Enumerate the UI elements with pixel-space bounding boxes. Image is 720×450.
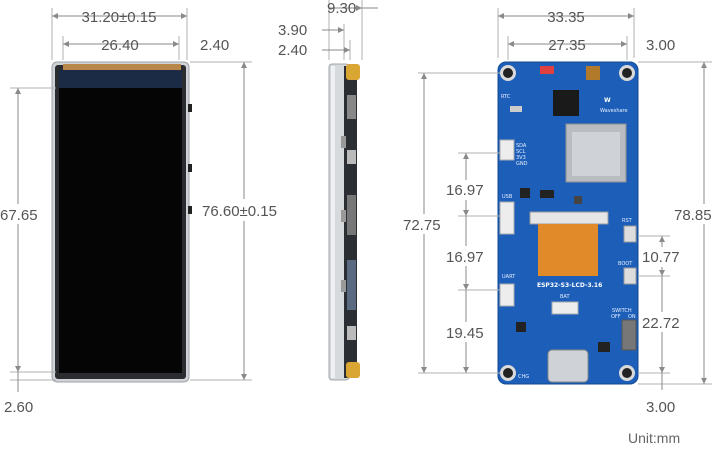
power-switch [621,319,637,351]
front-view: 31.20±0.15 26.40 2.40 67.65 76.60±0.15 2… [0,8,292,416]
svg-text:SDA: SDA [516,143,527,149]
side-button-1 [188,104,192,112]
unit-label: Unit:mm [628,430,680,446]
dim-back-height-left: 72.75 [403,217,441,234]
dim-back-height-right: 78.85 [674,207,712,224]
side-button-3 [188,206,192,214]
dim-front-height-left: 67.65 [0,207,38,224]
side-view: 9.30 3.90 2.40 [278,0,378,381]
display-top-edge [59,70,182,88]
dim-front-bottom-offset: 2.60 [4,399,33,416]
svg-text:W: W [604,97,611,104]
svg-text:USB: USB [502,194,513,200]
dim-back-right-margin-top: 3.00 [646,37,675,54]
dim-side-thickness: 9.30 [327,0,356,17]
svg-text:SCL: SCL [516,149,526,155]
svg-text:Waveshare: Waveshare [600,108,628,114]
waveshare-logo: W Waveshare [600,97,628,114]
svg-text:BOOT: BOOT [618,261,633,267]
svg-text:RTC: RTC [501,94,511,100]
svg-text:OFF: OFF [611,314,621,320]
rst-button [623,225,637,243]
dim-front-width-inner: 26.40 [101,37,139,54]
dim-back-width-inner: 27.35 [548,37,586,54]
dim-front-width-outer: 31.20±0.15 [82,9,157,26]
side-connector-top [346,64,360,80]
dim-back-pitch-1: 16.97 [446,182,484,199]
svg-text:CHG: CHG [518,374,529,380]
i2c-connector [499,139,515,161]
dim-side-a: 3.90 [278,22,307,39]
boot-button [623,267,637,285]
fpc-connector [529,211,609,225]
dim-side-b: 2.40 [278,42,307,59]
front-display [59,70,182,373]
svg-text:GND: GND [516,161,528,167]
dim-back-pitch-2: 16.97 [446,249,484,266]
side-connector-bottom [346,362,360,378]
svg-text:UART: UART [502,274,516,280]
svg-text:RST: RST [622,218,633,224]
fpc-strip [63,64,181,70]
dim-front-right-margin: 2.40 [200,37,229,54]
back-view: W Waveshare RTC SDA SCL 3V3 GND USB UART… [402,8,718,416]
usb-c-port [547,349,589,383]
uart-connector [499,283,515,307]
side-button-2 [188,164,192,172]
dim-back-width-outer: 33.35 [547,9,585,26]
svg-text:BAT: BAT [560,294,570,300]
pcb-model-label: ESP32-S3-LCD-3.16 [537,282,602,289]
fpc-cable [538,224,598,276]
dim-back-right-2: 22.72 [642,315,680,332]
svg-text:SWITCH: SWITCH [612,308,632,314]
dim-back-pitch-3: 19.45 [446,325,484,342]
usb-connector [499,201,515,235]
dim-back-right-1: 10.77 [642,249,680,266]
dim-back-bottom-offset: 3.00 [646,399,675,416]
dim-front-height-right: 76.60±0.15 [202,203,277,220]
svg-text:3V3: 3V3 [516,155,526,161]
mounting-holes [500,65,635,381]
svg-text:ON: ON [628,314,636,320]
battery-connector [551,301,579,315]
